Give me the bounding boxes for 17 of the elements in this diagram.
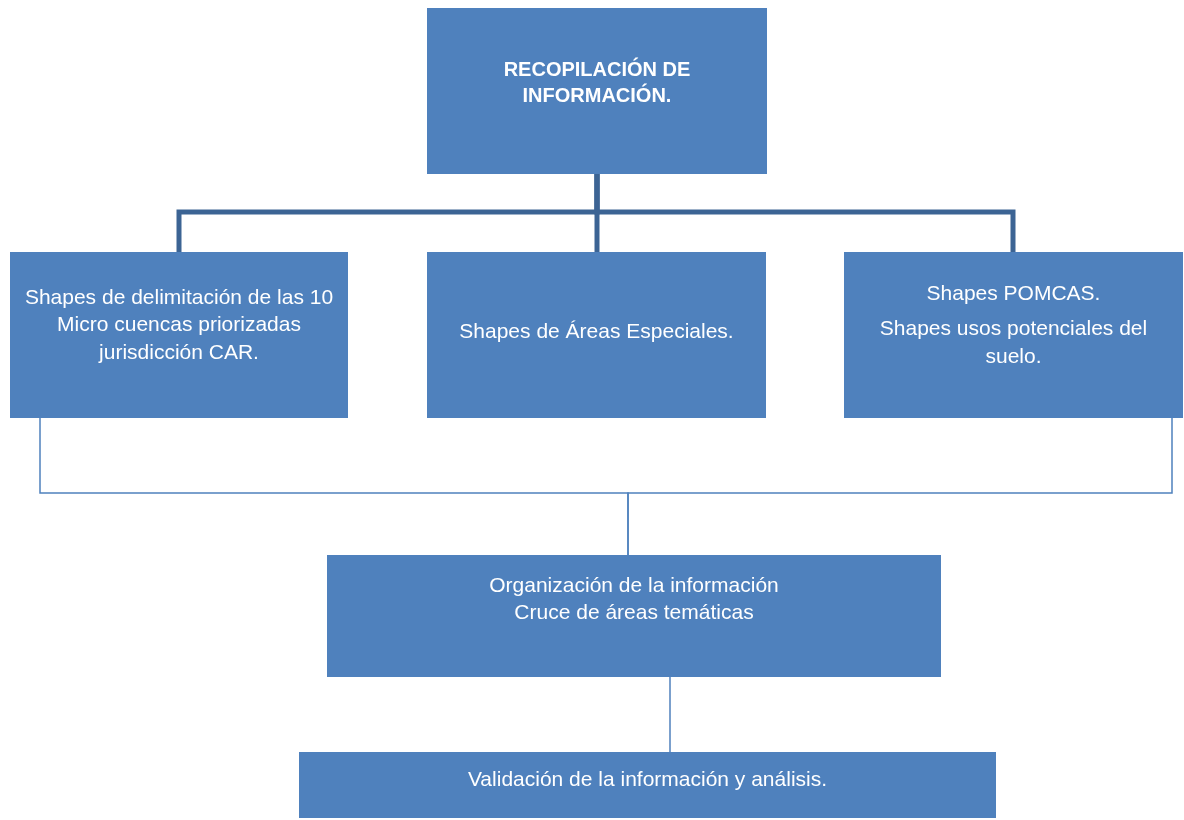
process-box [299,752,996,818]
connector-line [627,417,1173,556]
box-text: Organización de la información [489,571,779,598]
process-box [327,555,941,677]
box-text: Shapes usos potenciales del suelo. [878,315,1149,369]
process-box [427,252,766,418]
process-box [844,252,1183,418]
box-text: Shapes de Áreas Especiales. [459,318,734,345]
box-text: Shapes POMCAS. [926,280,1101,307]
box-text: Cruce de áreas temáticas [514,599,754,625]
connector-line [594,174,1016,252]
box-text: Shapes de delimitación de las 10 Micro cuencas priorizadas jurisdicción CAR. [23,284,335,365]
box-text: Validación de la información y análisis. [467,766,828,793]
connector-line [669,676,671,753]
process-box [427,8,767,174]
process-box [10,252,348,418]
title-text: RECOPILACIÓN DE INFORMACIÓN. [502,56,692,108]
